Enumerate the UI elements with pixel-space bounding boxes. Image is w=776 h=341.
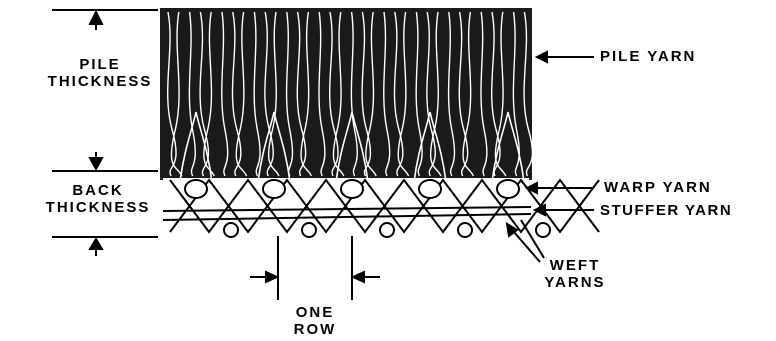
- pile-thickness-label-line-1: PILE: [30, 56, 170, 73]
- pile-yarn-label: PILE YARN: [600, 48, 696, 65]
- pile-thickness-label: PILE THICKNESS: [30, 56, 170, 91]
- pile-block: [160, 8, 532, 182]
- back-thickness-label: BACK THICKNESS: [28, 182, 168, 217]
- one-row-label-line-1: ONE: [270, 304, 360, 321]
- back-thickness-label-line-2: THICKNESS: [28, 199, 168, 216]
- pile-thickness-dimension: [52, 10, 158, 171]
- stuffer-yarn-label: STUFFER YARN: [600, 202, 732, 219]
- one-row-label-line-2: ROW: [270, 321, 360, 338]
- one-row-dimension: [250, 236, 380, 300]
- weft-yarns-label-line-2: YARNS: [530, 274, 620, 291]
- one-row-label: ONE ROW: [270, 304, 360, 339]
- weft-yarns-label: WEFT YARNS: [530, 257, 620, 292]
- back-thickness-dimension: [52, 237, 158, 256]
- weft-yarns-label-line-1: WEFT: [530, 257, 620, 274]
- warp-yarn-label: WARP YARN: [604, 179, 712, 196]
- back-thickness-label-line-1: BACK: [28, 182, 168, 199]
- pile-thickness-label-line-2: THICKNESS: [30, 73, 170, 90]
